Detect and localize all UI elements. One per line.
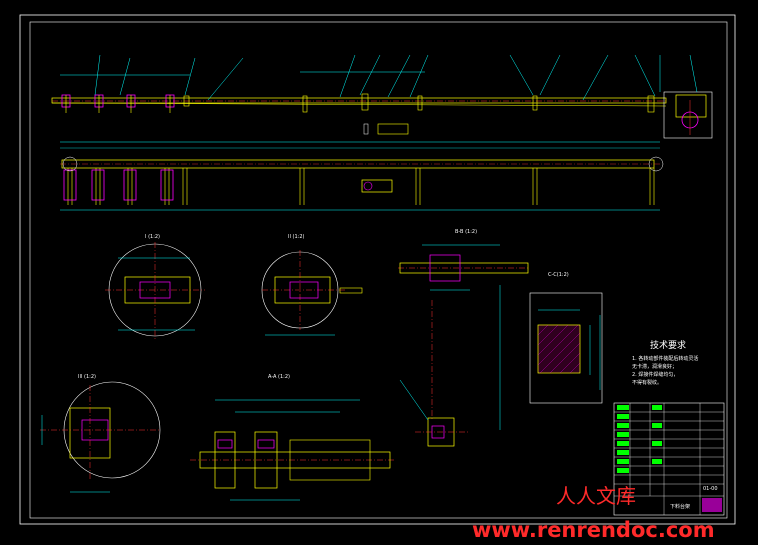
drawing-no: 01-00: [703, 486, 718, 492]
tech-title: 技术要求: [650, 339, 686, 351]
tech-line-3: 2. 焊接件焊缝均匀，: [632, 371, 678, 378]
detail-3: III (1:2): [40, 374, 161, 493]
shaft-detail: [399, 379, 470, 447]
tech-line-1: 1. 各转动部件装配后转动灵活: [632, 355, 698, 362]
tech-requirements: 技术要求 1. 各转动部件装配后转动灵活 无卡滞，润滑良好； 2. 焊接件焊缝均…: [632, 339, 698, 386]
watermark: 人人文库 www.renrendoc.com: [472, 484, 715, 542]
watermark-url: www.renrendoc.com: [472, 518, 715, 542]
section-a-label: A-A (1:2): [268, 374, 290, 380]
section-a: A-A (1:2): [190, 374, 395, 501]
detail-3-label: III (1:2): [78, 374, 96, 380]
section-c: C-C(1:2): [529, 272, 603, 404]
section-b-label: B-B (1:2): [455, 229, 477, 235]
title-block: 下料台架 01-00: [613, 402, 725, 516]
watermark-cn: 人人文库: [556, 484, 636, 508]
detail-2-label: II (1:2): [288, 234, 305, 240]
top-view-conveyor: [51, 54, 713, 139]
front-view-frame: [60, 141, 664, 211]
detail-1-label: I (1:2): [145, 234, 160, 240]
drawing-name: 下料台架: [670, 503, 690, 510]
section-b: B-B (1:2): [398, 229, 530, 430]
tech-line-4: 不得有裂纹。: [632, 379, 662, 386]
inner-frame: [29, 21, 728, 519]
detail-1: I (1:2): [105, 234, 205, 340]
tech-line-2: 无卡滞，润滑良好；: [632, 363, 677, 370]
outer-frame: [19, 14, 736, 525]
detail-2: II (1:2): [261, 234, 363, 336]
section-c-label: C-C(1:2): [548, 272, 569, 278]
